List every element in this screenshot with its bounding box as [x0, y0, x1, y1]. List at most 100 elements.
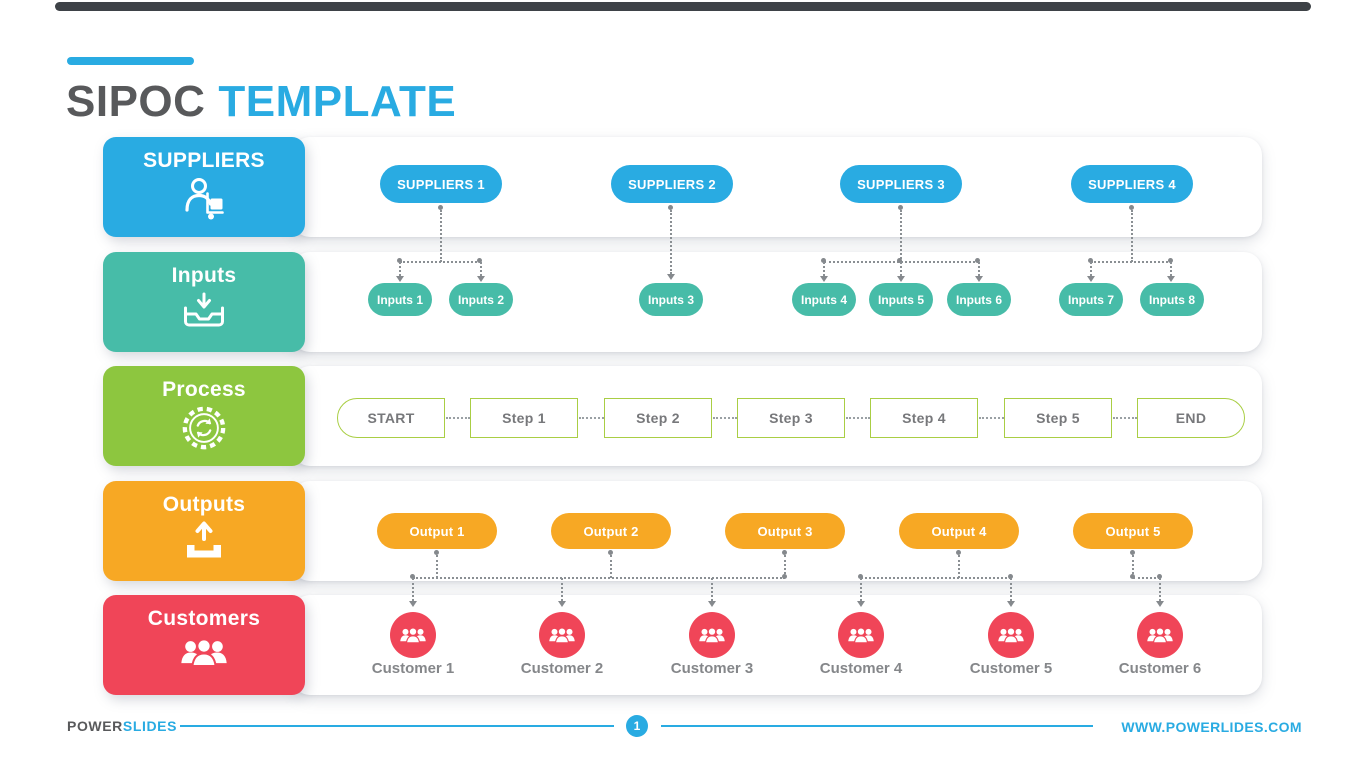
- customer-node[interactable]: [689, 612, 735, 658]
- connector-dot: [1088, 258, 1093, 263]
- input-pill[interactable]: Inputs 2: [449, 283, 513, 316]
- customer-node[interactable]: [988, 612, 1034, 658]
- process-step-end[interactable]: END: [1137, 398, 1245, 438]
- connector-line: [861, 577, 1011, 579]
- connector-line: [1091, 261, 1172, 263]
- connector-line: [1132, 555, 1134, 578]
- people-group-icon: [698, 625, 726, 646]
- top-accent-bar: [55, 2, 1311, 11]
- brand-logo-dark: POWER: [67, 718, 123, 734]
- output-pill[interactable]: Output 1: [377, 513, 497, 549]
- connector-arrowhead: [477, 276, 485, 282]
- input-pill[interactable]: Inputs 5: [869, 283, 933, 316]
- connector-line: [399, 262, 401, 276]
- connector-line: [1159, 578, 1161, 601]
- connector-line: [440, 210, 442, 262]
- input-pill[interactable]: Inputs 3: [639, 283, 703, 316]
- output-pill[interactable]: Output 4: [899, 513, 1019, 549]
- customer-node[interactable]: [838, 612, 884, 658]
- customers-row-header[interactable]: Customers: [103, 595, 305, 695]
- customer-node[interactable]: [1137, 612, 1183, 658]
- gear-sync-icon: [181, 405, 227, 451]
- supplier-person-with-package-icon: [178, 176, 230, 220]
- process-row-label: Process: [162, 378, 246, 401]
- customer-node[interactable]: [539, 612, 585, 658]
- process-step[interactable]: Step 3: [737, 398, 845, 438]
- customer-label[interactable]: Customer 3: [670, 660, 754, 677]
- connector-arrowhead: [396, 276, 404, 282]
- connector-dot: [608, 550, 613, 555]
- page-number-badge: 1: [626, 715, 648, 737]
- customer-label[interactable]: Customer 4: [819, 660, 903, 677]
- connector-line: [400, 261, 481, 263]
- connector-dot: [1157, 574, 1162, 579]
- connector-arrowhead: [1167, 276, 1175, 282]
- connector-line: [860, 578, 862, 601]
- connector-line: [1170, 262, 1172, 276]
- connector-line: [900, 262, 902, 276]
- people-group-icon: [847, 625, 875, 646]
- connector-dot: [1130, 550, 1135, 555]
- supplier-pill[interactable]: SUPPLIERS 2: [611, 165, 733, 203]
- connector-dot: [956, 550, 961, 555]
- process-connector: [846, 417, 870, 419]
- footer-divider-line: [180, 725, 614, 727]
- connector-line: [1090, 262, 1092, 276]
- customer-label[interactable]: Customer 2: [520, 660, 604, 677]
- outbox-tray-up-arrow-icon: [181, 520, 227, 564]
- input-pill[interactable]: Inputs 8: [1140, 283, 1204, 316]
- connector-line: [561, 578, 563, 601]
- customer-label[interactable]: Customer 5: [969, 660, 1053, 677]
- connector-dot: [1168, 258, 1173, 263]
- page-title-accent: TEMPLATE: [218, 77, 457, 126]
- people-group-icon: [997, 625, 1025, 646]
- suppliers-row-header[interactable]: SUPPLIERS: [103, 137, 305, 237]
- process-step[interactable]: Step 2: [604, 398, 712, 438]
- process-step[interactable]: Step 4: [870, 398, 978, 438]
- connector-arrowhead: [1087, 276, 1095, 282]
- process-step[interactable]: Step 5: [1004, 398, 1112, 438]
- connector-dot: [782, 574, 787, 579]
- output-pill[interactable]: Output 2: [551, 513, 671, 549]
- connector-line: [610, 555, 612, 578]
- output-pill[interactable]: Output 3: [725, 513, 845, 549]
- process-connector: [579, 417, 604, 419]
- connector-line: [480, 262, 482, 276]
- process-step[interactable]: Step 1: [470, 398, 578, 438]
- input-pill[interactable]: Inputs 6: [947, 283, 1011, 316]
- connector-line: [436, 555, 438, 578]
- supplier-pill[interactable]: SUPPLIERS 3: [840, 165, 962, 203]
- connector-dot: [477, 258, 482, 263]
- connector-line: [784, 555, 786, 578]
- connector-line: [1133, 577, 1160, 579]
- people-group-icon: [179, 634, 229, 672]
- connector-arrowhead: [708, 601, 716, 607]
- people-group-icon: [399, 625, 427, 646]
- customer-node[interactable]: [390, 612, 436, 658]
- outputs-row-header[interactable]: Outputs: [103, 481, 305, 581]
- supplier-pill[interactable]: SUPPLIERS 1: [380, 165, 502, 203]
- customer-label[interactable]: Customer 1: [371, 660, 455, 677]
- connector-dot: [668, 205, 673, 210]
- process-row-header[interactable]: Process: [103, 366, 305, 466]
- connector-dot: [397, 258, 402, 263]
- connector-dot: [821, 258, 826, 263]
- inputs-row-header[interactable]: Inputs: [103, 252, 305, 352]
- input-pill[interactable]: Inputs 1: [368, 283, 432, 316]
- connector-line: [900, 210, 902, 262]
- output-pill[interactable]: Output 5: [1073, 513, 1193, 549]
- connector-dot: [438, 205, 443, 210]
- people-group-icon: [548, 625, 576, 646]
- connector-line: [1010, 578, 1012, 601]
- process-step-start[interactable]: START: [337, 398, 445, 438]
- connector-line: [412, 578, 414, 601]
- customer-label[interactable]: Customer 6: [1118, 660, 1202, 677]
- supplier-pill[interactable]: SUPPLIERS 4: [1071, 165, 1193, 203]
- connector-dot: [897, 258, 902, 263]
- website-link[interactable]: WWW.POWERLIDES.COM: [1121, 719, 1302, 735]
- connector-line: [413, 577, 785, 579]
- connector-line: [958, 555, 960, 578]
- input-pill[interactable]: Inputs 4: [792, 283, 856, 316]
- input-pill[interactable]: Inputs 7: [1059, 283, 1123, 316]
- title-underline: [67, 57, 194, 65]
